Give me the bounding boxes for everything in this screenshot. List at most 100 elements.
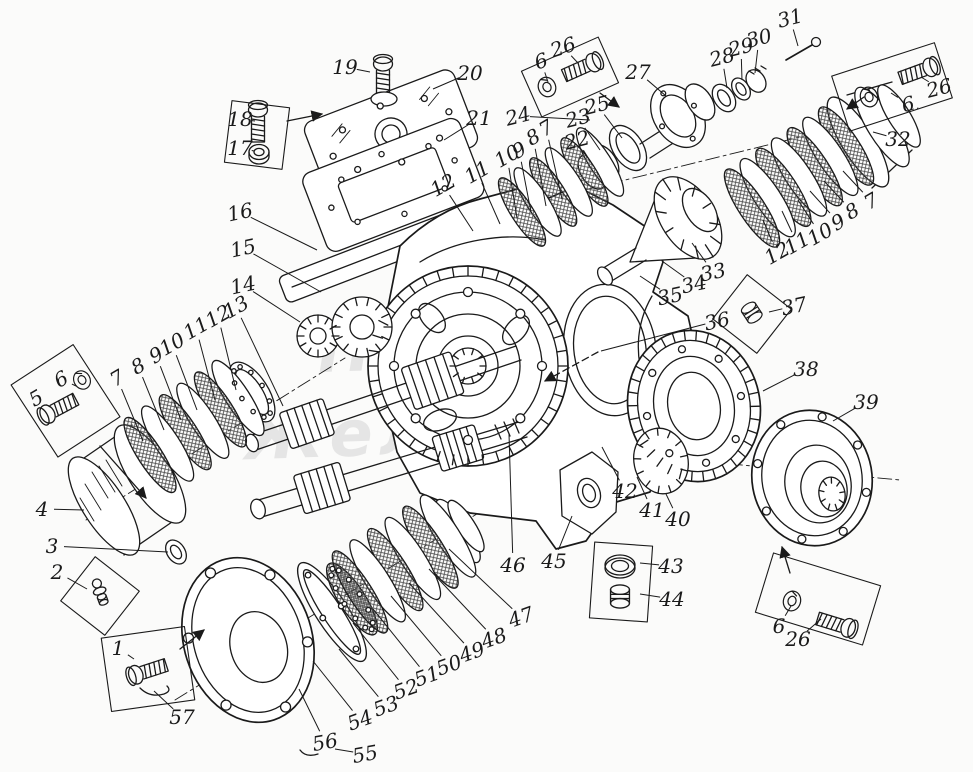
leader-line xyxy=(639,562,660,566)
part-number-label: 38 xyxy=(793,357,818,381)
leader-line xyxy=(53,508,85,511)
leader-line xyxy=(408,582,465,644)
decoration-layer xyxy=(123,90,875,713)
leader-line xyxy=(691,242,707,263)
leader-line xyxy=(768,308,783,313)
part-number-label: 45 xyxy=(540,549,566,573)
leader-line xyxy=(781,210,793,233)
callout-box-6-26-right xyxy=(831,42,953,132)
leader-line xyxy=(762,219,773,243)
wire-clip-icon xyxy=(139,685,170,696)
part-number-label: 30 xyxy=(744,23,775,53)
leader-line xyxy=(71,383,77,387)
leader-line xyxy=(890,92,899,98)
leader-line xyxy=(334,748,354,753)
part-number-label: 20 xyxy=(456,61,483,85)
leader-line xyxy=(723,68,728,89)
leader-line xyxy=(121,388,144,442)
leader-line xyxy=(740,58,743,81)
lower-left-flange xyxy=(180,556,316,724)
filler-plug-icon xyxy=(738,299,765,326)
leader-line xyxy=(792,29,799,47)
seal-rings xyxy=(711,65,767,113)
leader-line xyxy=(220,327,237,391)
leader-line xyxy=(636,476,648,500)
part-number-label: 54 xyxy=(344,704,376,735)
leader-line xyxy=(312,660,353,711)
leader-line xyxy=(67,577,88,590)
leader-line xyxy=(544,72,549,83)
part-number-label: 34 xyxy=(679,270,709,299)
callout-box-1-57 xyxy=(100,625,196,713)
leader-line xyxy=(661,260,685,278)
leader-line xyxy=(175,355,198,411)
part-number-label: 7 xyxy=(859,187,882,214)
part-number-label: 57 xyxy=(169,705,195,729)
leader-line xyxy=(45,404,51,408)
part-number-label: 43 xyxy=(657,554,683,578)
part-number-label: 18 xyxy=(227,107,252,131)
leader-line xyxy=(665,493,674,509)
leader-line xyxy=(250,216,318,251)
part-number-label: 6 xyxy=(899,91,917,117)
part-number-label: 19 xyxy=(332,55,358,79)
leader-line xyxy=(449,194,474,232)
callout-box-5-6 xyxy=(10,344,121,458)
part-number-label: 2 xyxy=(50,560,64,584)
part-number-label: 35 xyxy=(655,282,685,311)
bolt-icon xyxy=(814,608,861,641)
leader-line xyxy=(252,291,301,323)
leader-line xyxy=(557,515,573,551)
part-number-label: 41 xyxy=(638,498,664,522)
part-number-label: 42 xyxy=(611,479,637,503)
part-number-label: 6 xyxy=(531,48,551,75)
leader-line xyxy=(529,116,591,121)
leader-line xyxy=(584,127,601,151)
callout-box-18-17 xyxy=(223,100,291,170)
part-number-label: 17 xyxy=(227,136,253,160)
leader-line xyxy=(754,49,759,74)
grease-fitting-icon xyxy=(88,576,112,608)
callout-boxes xyxy=(10,36,953,713)
leader-line xyxy=(443,123,470,141)
leader-line xyxy=(390,595,442,657)
leader-line xyxy=(582,149,593,165)
leader-line xyxy=(63,546,169,553)
part-number-label: 55 xyxy=(350,740,379,768)
leader-line xyxy=(428,568,487,630)
leader-line xyxy=(352,622,399,680)
part-number-label: 7 xyxy=(105,364,128,391)
part-number-label: 27 xyxy=(624,60,651,84)
part-number-label: 6 xyxy=(49,365,72,392)
part-number-label: 21 xyxy=(465,106,491,130)
idler-gears xyxy=(296,296,393,358)
callout-box-37 xyxy=(712,274,792,354)
leader-line xyxy=(240,317,284,407)
leader-line xyxy=(298,688,321,732)
part-number-label: 39 xyxy=(853,390,879,414)
part-number-label: 3 xyxy=(46,534,59,558)
part-number-label: 31 xyxy=(775,3,806,32)
cover-gasket xyxy=(302,117,485,252)
leader-line xyxy=(508,167,518,219)
drain-plug-icon xyxy=(609,584,631,609)
leader-line xyxy=(548,139,563,200)
part-number-label: 15 xyxy=(228,234,258,263)
part-number-label: 5 xyxy=(24,384,47,411)
bracket-squiggle xyxy=(299,749,319,756)
part-number-label: 16 xyxy=(225,198,255,227)
pointer-arrows xyxy=(99,92,865,756)
leader-line xyxy=(809,190,831,214)
leader-line xyxy=(448,548,513,610)
leader-line xyxy=(520,161,532,213)
leader-line xyxy=(823,180,845,203)
leader-line xyxy=(534,148,547,207)
leader-line xyxy=(356,68,371,73)
leader-line xyxy=(432,77,460,90)
leader-line xyxy=(797,199,814,225)
input-flange xyxy=(649,83,716,149)
leader-line xyxy=(872,131,887,137)
part-number-label: 14 xyxy=(228,271,258,300)
callout-box-2 xyxy=(60,556,140,636)
